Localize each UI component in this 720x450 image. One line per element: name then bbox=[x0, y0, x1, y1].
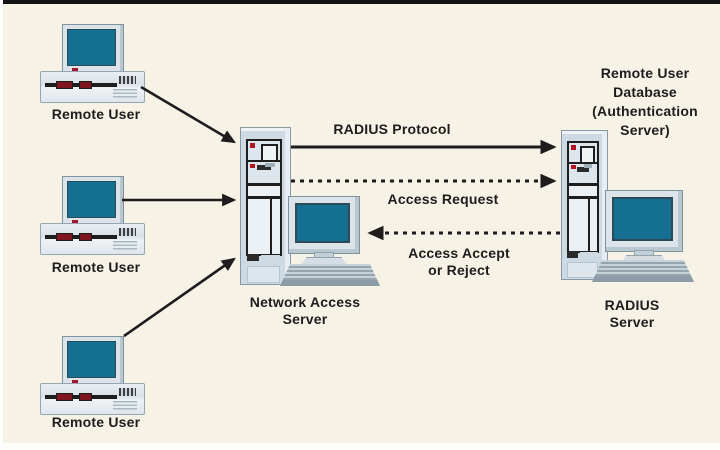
access-request-label: Access Request bbox=[387, 191, 499, 207]
radius-workstation-icon bbox=[592, 190, 694, 286]
keyboard-icon bbox=[280, 264, 380, 286]
power-button bbox=[567, 250, 579, 258]
access-accept-reject-label: Access Accept or Reject bbox=[408, 245, 510, 278]
remote-user-2-label: Remote User bbox=[51, 259, 141, 275]
radius-protocol-label: RADIUS Protocol bbox=[333, 121, 451, 137]
monitor-icon bbox=[288, 196, 360, 254]
screen bbox=[67, 341, 116, 378]
remote-user-database-annotation: Remote User Database (Authentication Ser… bbox=[592, 65, 698, 138]
screen bbox=[67, 181, 116, 218]
top-border bbox=[0, 0, 720, 4]
screen bbox=[295, 203, 350, 243]
system-unit-icon bbox=[40, 383, 145, 415]
remote-user-1-computer-icon bbox=[40, 24, 145, 104]
monitor-icon bbox=[62, 176, 124, 227]
keyboard-icon bbox=[592, 260, 694, 282]
left-border bbox=[0, 0, 3, 450]
bottom-border bbox=[0, 443, 720, 450]
remote-user-3-label: Remote User bbox=[51, 414, 141, 430]
drive-bay bbox=[245, 138, 282, 186]
network-access-server-label: Network Access Server bbox=[249, 294, 361, 327]
remote-user-1-label: Remote User bbox=[51, 106, 141, 122]
system-unit-icon bbox=[40, 223, 145, 255]
system-unit-icon bbox=[40, 71, 145, 103]
radius-server-tower-icon bbox=[561, 130, 608, 280]
power-led bbox=[72, 220, 78, 223]
drive-bay bbox=[566, 141, 600, 186]
monitor-icon bbox=[62, 336, 124, 387]
arrow-remote-user-3-to-nas bbox=[123, 257, 236, 338]
remote-user-2-computer-icon bbox=[40, 176, 145, 256]
monitor-icon bbox=[605, 190, 683, 252]
monitor-icon bbox=[62, 24, 124, 75]
screen bbox=[612, 197, 673, 241]
screen bbox=[67, 29, 116, 66]
remote-user-3-computer-icon bbox=[40, 336, 145, 416]
power-led bbox=[72, 380, 78, 383]
nas-server-tower-icon bbox=[240, 127, 291, 285]
radius-server-label: RADIUS Server bbox=[604, 297, 660, 330]
power-led bbox=[72, 68, 78, 71]
power-button bbox=[246, 254, 259, 262]
arrow-remote-user-1-to-nas bbox=[140, 85, 236, 144]
nas-workstation-icon bbox=[280, 196, 380, 290]
